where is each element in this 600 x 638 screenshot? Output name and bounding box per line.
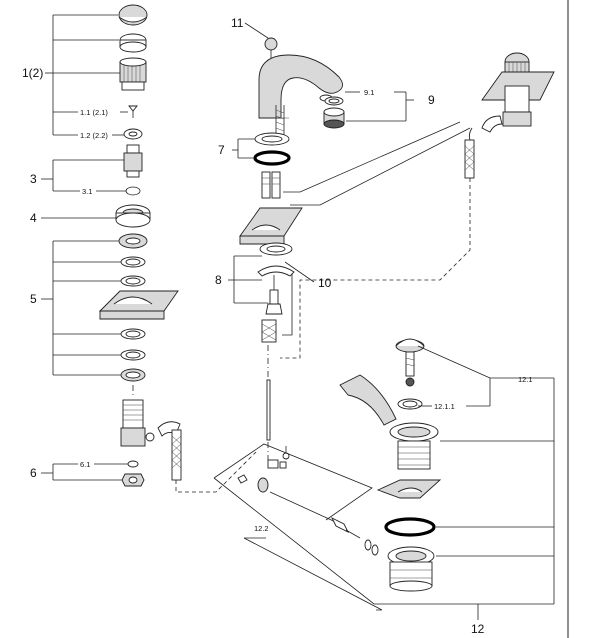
label-1: 1(2) xyxy=(22,66,43,80)
mounting-stud xyxy=(269,289,279,305)
right-handle-assembly xyxy=(280,52,555,359)
spout-o-ring xyxy=(253,150,291,166)
label-9: 9 xyxy=(428,93,435,107)
lift-rod-knob xyxy=(264,37,278,51)
label-12: 12 xyxy=(471,622,485,636)
pivot-rod xyxy=(269,491,341,525)
label-3: 3 xyxy=(30,172,37,186)
braided-hose xyxy=(171,429,182,481)
o-ring xyxy=(125,186,141,196)
label-5: 5 xyxy=(30,292,37,306)
horseshoe-washer xyxy=(257,265,295,277)
label-6-1: 6.1 xyxy=(80,460,90,469)
pivot-ball xyxy=(257,477,269,493)
label-1-1: 1.1 (2.1) xyxy=(80,108,108,117)
cartridge xyxy=(126,144,140,154)
label-1-2: 1.2 (2.2) xyxy=(80,131,108,140)
spout-assembly xyxy=(239,37,343,460)
label-12-1: 12.1 xyxy=(518,375,533,384)
right-leaders xyxy=(243,345,555,620)
label-3-1: 3.1 xyxy=(82,187,92,196)
handle-assembly xyxy=(98,4,257,493)
pop-up-waste xyxy=(213,338,554,605)
pivot-nut xyxy=(364,539,372,551)
basin-section xyxy=(339,374,397,426)
spout-hose xyxy=(261,319,277,343)
label-10: 10 xyxy=(318,276,332,290)
aerator-assembly xyxy=(323,91,414,129)
spout xyxy=(258,54,343,119)
label-6: 6 xyxy=(30,466,37,480)
clevis xyxy=(267,459,279,469)
right-hose-elbow xyxy=(481,115,503,133)
left-leaders xyxy=(41,14,128,481)
lift-rod xyxy=(266,379,271,441)
label-7: 7 xyxy=(218,143,225,157)
label-4: 4 xyxy=(30,211,37,225)
supply-tube xyxy=(261,171,271,199)
spout-deck-section xyxy=(239,207,303,237)
label-8: 8 xyxy=(215,273,222,287)
small-washer xyxy=(127,460,139,468)
right-braided-hose xyxy=(464,139,475,179)
label-12-1-1: 12.1.1 xyxy=(434,402,455,411)
label-12-2: 12.2 xyxy=(254,524,269,533)
drain-o-ring xyxy=(384,517,436,537)
valve-body xyxy=(122,399,144,429)
label-11: 11 xyxy=(231,16,244,30)
screw xyxy=(128,105,138,112)
centre-leaders xyxy=(228,22,315,336)
label-9-1: 9.1 xyxy=(364,88,374,97)
